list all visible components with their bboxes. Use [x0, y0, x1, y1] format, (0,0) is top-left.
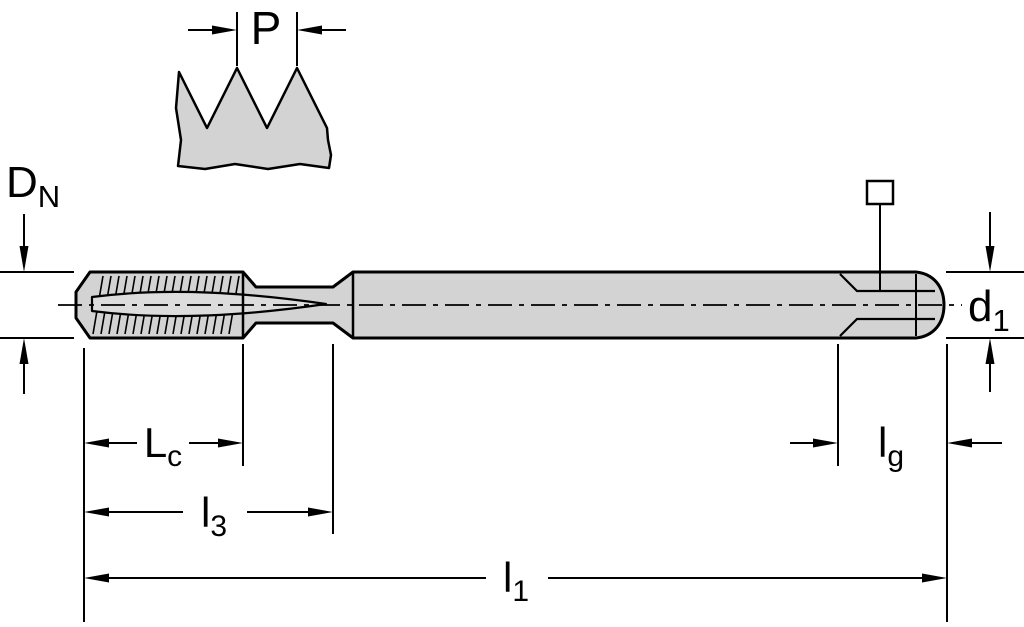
square-drive-icon: [865, 179, 895, 206]
d1-arrow-down: [985, 212, 995, 272]
dimension-dn: DN: [0, 158, 74, 394]
d1-label-sub: 1: [992, 303, 1009, 338]
d1-label: d1: [968, 282, 1010, 338]
lc-arrow-right: [218, 438, 243, 448]
l1-label: l1: [503, 554, 529, 608]
lc-label-sub: c: [167, 440, 182, 473]
dimension-d1: d1: [946, 212, 1024, 392]
l3-label-main: l: [201, 489, 210, 536]
dn-label-sub: N: [38, 179, 60, 214]
d1-label-main: d: [968, 282, 992, 331]
dn-extension-lines: [0, 271, 74, 339]
l3-arrow-right: [308, 507, 333, 517]
pitch-arrow-left: [188, 25, 237, 35]
pitch-label-main: P: [251, 2, 282, 54]
pitch-arrow-right: [297, 25, 346, 35]
dimension-extension-lines: [83, 344, 948, 622]
lg-label-main: l: [878, 419, 887, 466]
thread-profile-detail: P: [174, 2, 346, 171]
square-drive-callout: [865, 179, 895, 291]
thread-profile-shape: [174, 66, 333, 171]
lg-arrow-left: [813, 438, 838, 448]
dimension-l3: l3: [84, 489, 333, 543]
dimension-l1: l1: [84, 554, 947, 608]
l3-arrow-left: [84, 507, 109, 517]
l1-arrow-left: [84, 573, 109, 583]
l3-label-sub: 3: [210, 510, 227, 543]
dimension-lg: lg: [790, 419, 1002, 473]
lg-label: lg: [878, 419, 904, 473]
dn-label-main: D: [6, 158, 38, 207]
lg-arrow-right: [947, 438, 972, 448]
dn-arrow-down: [19, 214, 29, 272]
l1-label-sub: 1: [512, 575, 529, 608]
d1-arrow-up: [985, 338, 995, 392]
tap-body: [58, 270, 962, 340]
spiral-flute: [90, 290, 328, 318]
pitch-extension-lines: [236, 12, 298, 66]
l3-label: l3: [201, 489, 227, 543]
lc-arrow-left: [84, 438, 109, 448]
dn-label: DN: [6, 158, 60, 214]
dn-arrow-up: [19, 338, 29, 394]
lc-label: Lc: [144, 419, 182, 473]
d1-extension-lines: [946, 271, 1024, 339]
square-flat-lines: [839, 273, 935, 337]
l1-label-main: l: [503, 554, 512, 601]
dimension-lc: Lc: [84, 419, 243, 473]
lc-label-main: L: [144, 419, 167, 466]
pitch-label: P: [251, 2, 282, 54]
lg-label-sub: g: [887, 440, 904, 473]
l1-arrow-right: [922, 573, 947, 583]
